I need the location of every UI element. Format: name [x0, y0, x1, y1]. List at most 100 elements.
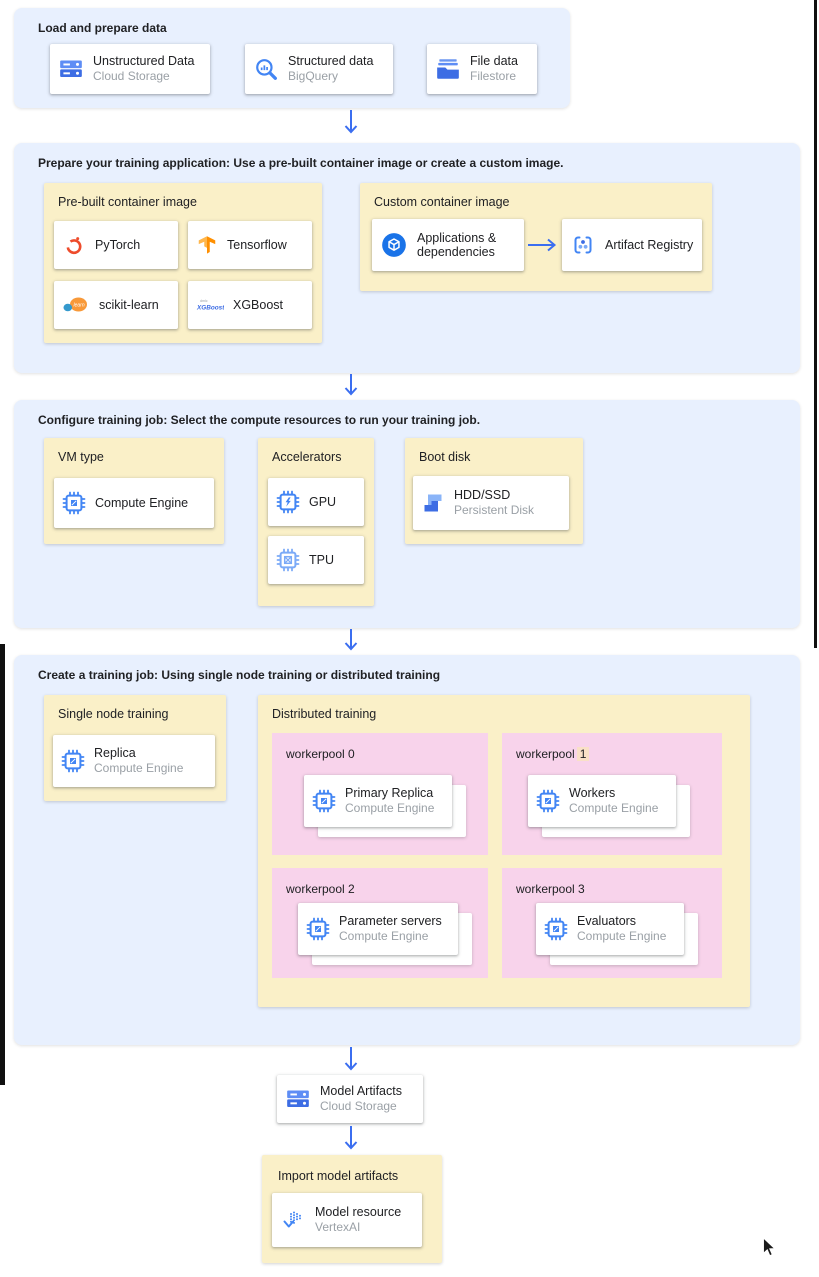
card-compute-engine: Compute Engine: [54, 478, 214, 528]
group-custom-container-image: Custom container image Applications & de…: [360, 183, 712, 291]
card-label: Evaluators: [577, 914, 637, 929]
pytorch-icon: [62, 233, 86, 257]
left-edge-artifact-bar: [0, 644, 5, 1085]
card-label: Parameter servers: [339, 914, 442, 929]
card-label: Primary Replica: [345, 786, 434, 801]
group-title: Single node training: [58, 707, 169, 721]
card-label: Artifact Registry: [605, 238, 694, 252]
cloud-storage-icon: [285, 1088, 311, 1110]
card-sublabel: Compute Engine: [94, 761, 184, 776]
card-label: scikit-learn: [99, 298, 159, 312]
card-sublabel: Compute Engine: [569, 801, 659, 816]
flow-arrow-down-4: [344, 1047, 358, 1071]
card-label: Unstructured Data: [93, 54, 195, 69]
cloud-storage-icon: [58, 58, 84, 80]
compute-engine-icon: [62, 491, 86, 515]
card-label: Structured data: [288, 54, 374, 69]
card-sublabel: Compute Engine: [345, 801, 435, 816]
pool-workerpool-3: workerpool 3 Evaluators Compute Engin: [502, 868, 722, 978]
mouse-cursor: [763, 1237, 776, 1257]
card-label: HDD/SSD: [454, 488, 511, 503]
card-structured-data: Structured data BigQuery: [245, 44, 393, 94]
compute-engine-icon: [306, 917, 330, 941]
card-gpu: GPU: [268, 478, 364, 526]
compute-engine-icon: [536, 789, 560, 813]
group-title: Pre-built container image: [58, 195, 197, 209]
group-boot-disk: Boot disk HDD/SSD Persistent Disk: [405, 438, 583, 544]
card-model-artifacts: Model Artifacts Cloud Storage: [277, 1075, 423, 1123]
vertex-ai-icon: [280, 1207, 306, 1233]
section-prepare-training-application: Prepare your training application: Use a…: [14, 143, 800, 373]
card-label: Model resource: [315, 1205, 402, 1220]
compute-engine-icon: [312, 789, 336, 813]
flow-arrow-right: [528, 238, 557, 252]
card-label: GPU: [309, 495, 337, 509]
group-single-node-training: Single node training Replica Compute Eng…: [44, 695, 226, 801]
group-title: Distributed training: [272, 707, 377, 721]
card-hdd-ssd: HDD/SSD Persistent Disk: [413, 476, 569, 530]
section-title: Create a training job: Using single node…: [38, 668, 441, 682]
card-applications-dependencies: Applications & dependencies: [372, 219, 524, 271]
card-label: XGBoost: [233, 298, 284, 312]
right-edge-artifact-bar: [814, 0, 817, 648]
pool-workerpool-2: workerpool 2 Parameter servers Comput: [272, 868, 488, 978]
card-evaluators: Evaluators Compute Engine: [536, 903, 684, 955]
group-title: VM type: [58, 450, 104, 464]
card-label: Tensorflow: [227, 238, 287, 252]
section-title: Configure training job: Select the compu…: [38, 413, 481, 427]
pool-title-text: workerpool: [516, 747, 575, 761]
card-parameter-servers: Parameter servers Compute Engine: [298, 903, 458, 955]
section-load-and-prepare-data: Load and prepare data Unstructured Data …: [14, 8, 570, 108]
applications-icon: [380, 231, 408, 259]
card-label: File data: [470, 54, 518, 69]
card-label: Workers: [569, 786, 616, 801]
card-sublabel: Cloud Storage: [320, 1099, 397, 1114]
card-sublabel: VertexAI: [315, 1220, 361, 1235]
card-label: Model Artifacts: [320, 1084, 402, 1099]
group-prebuilt-container-image: Pre-built container image PyTorch Tensor…: [44, 183, 322, 343]
card-sublabel: Compute Engine: [577, 929, 667, 944]
pool-number-highlight: 1: [576, 747, 590, 761]
tensorflow-icon: [196, 233, 218, 257]
pool-title: workerpool 2: [286, 882, 355, 896]
card-sublabel: BigQuery: [288, 69, 339, 84]
card-sublabel: Filestore: [470, 69, 517, 84]
compute-engine-icon: [544, 917, 568, 941]
card-workers: Workers Compute Engine: [528, 775, 676, 827]
card-pytorch: PyTorch: [54, 221, 178, 269]
scikit-learn-icon: learn: [62, 295, 90, 315]
persistent-disk-icon: [421, 491, 445, 515]
card-replica: Replica Compute Engine: [53, 735, 215, 787]
filestore-icon: [435, 58, 461, 80]
card-scikit-learn: learn scikit-learn: [54, 281, 178, 329]
card-label: Replica: [94, 746, 136, 761]
section-create-training-job: Create a training job: Using single node…: [14, 655, 800, 1045]
group-title: Accelerators: [272, 450, 342, 464]
section-configure-training-job: Configure training job: Select the compu…: [14, 400, 800, 628]
group-title: Custom container image: [374, 195, 510, 209]
card-label: Compute Engine: [95, 496, 189, 510]
card-sublabel: Cloud Storage: [93, 69, 170, 84]
group-title: Import model artifacts: [278, 1169, 399, 1183]
tpu-icon: [276, 548, 300, 572]
section-title: Load and prepare data: [38, 21, 167, 35]
svg-text:XGBoost: XGBoost: [196, 305, 224, 312]
flow-arrow-down-2: [344, 374, 358, 396]
svg-text:learn: learn: [74, 303, 85, 309]
card-sublabel: Compute Engine: [339, 929, 429, 944]
xgboost-icon: dmlc XGBoost: [196, 296, 224, 314]
gpu-icon: [276, 490, 300, 514]
flow-arrow-down-3: [344, 629, 358, 651]
bigquery-icon: [253, 56, 279, 82]
card-label: TPU: [309, 553, 334, 567]
card-artifact-registry: Artifact Registry: [562, 219, 702, 271]
card-file-data: File data Filestore: [427, 44, 537, 94]
compute-engine-icon: [61, 749, 85, 773]
pool-title: workerpool 3: [516, 882, 585, 896]
card-tpu: TPU: [268, 536, 364, 584]
group-title: Boot disk: [419, 450, 471, 464]
card-label: PyTorch: [95, 238, 141, 252]
flow-arrow-down-1: [344, 110, 358, 134]
